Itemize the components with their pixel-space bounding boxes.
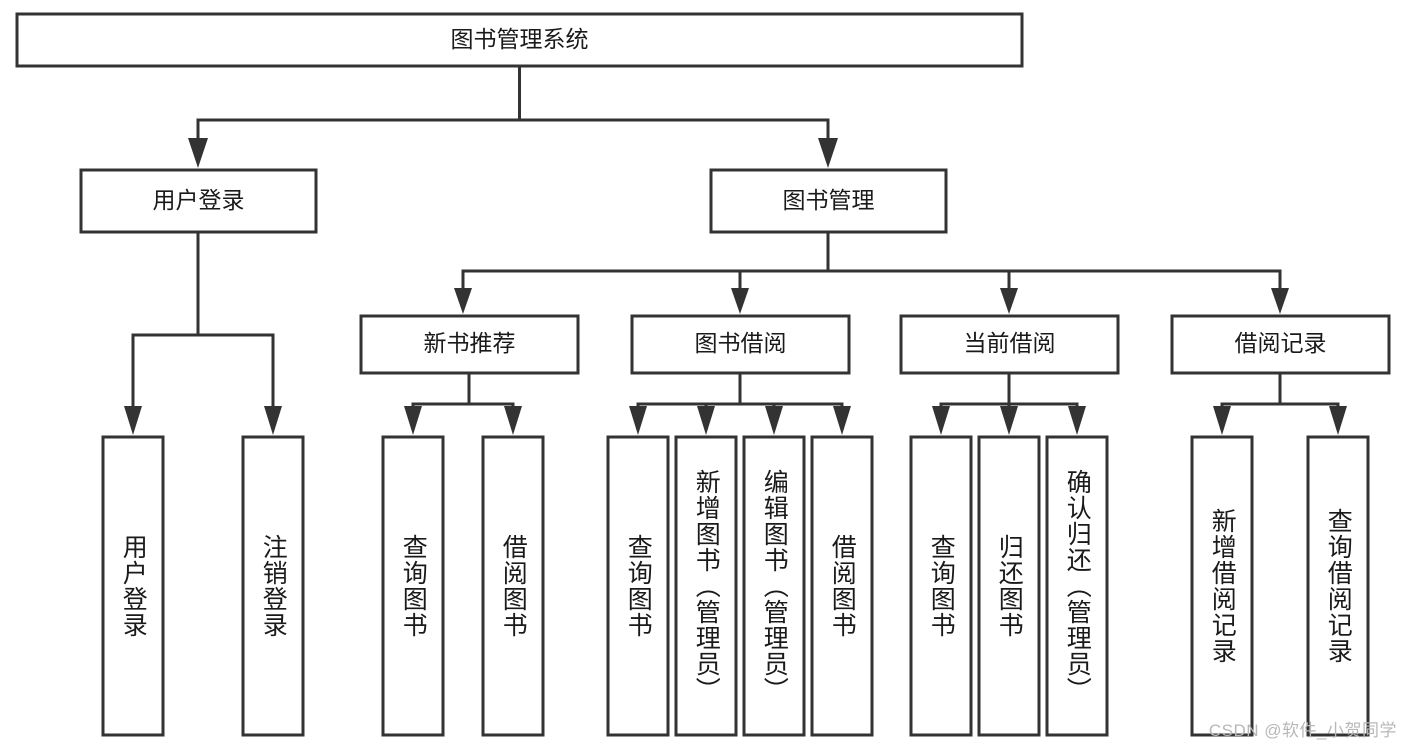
arrow-head-leaf-bb-2 [765, 406, 783, 435]
arrow-head-leaf-br-1 [1329, 406, 1347, 435]
node-book-manage-label: 图书管理 [783, 187, 875, 213]
node-borrow-record-label: 借阅记录 [1235, 330, 1327, 356]
node-book-borrow-box[interactable] [630, 314, 851, 375]
arrow-head-user-login [188, 138, 208, 168]
arrow-head-leaf-cb-2 [1068, 406, 1086, 435]
node-new-book-box[interactable] [359, 314, 580, 375]
node-new-book-label: 新书推荐 [424, 330, 516, 356]
arrow-head-borrow-record [1271, 288, 1289, 314]
csdn-watermark: CSDN @软件_小贺同学 [1208, 721, 1397, 740]
leaf-box-book-borrow-1[interactable] [674, 435, 738, 737]
leaf-box-book-borrow-2[interactable] [742, 435, 806, 737]
arrow-head-leaf-br-0 [1213, 406, 1231, 435]
node-current-borrow-box[interactable] [899, 314, 1120, 375]
arrow-head-leaf-ul-1 [264, 406, 282, 435]
arrow-head-current-borrow [1000, 288, 1018, 314]
arrow-head-book-borrow [731, 288, 749, 314]
leaf-box-current-borrow-0[interactable] [909, 435, 973, 737]
arrow-head-leaf-cb-0 [932, 406, 950, 435]
arrow-head-leaf-ul-0 [124, 406, 142, 435]
arrow-head-leaf-cb-1 [1000, 406, 1018, 435]
leaf-box-book-borrow-3[interactable] [810, 435, 874, 737]
arrow-head-new-book [454, 288, 472, 314]
arrow-head-book-manage [818, 138, 838, 168]
leaf-box-current-borrow-2[interactable] [1045, 435, 1109, 737]
leaf-box-current-borrow-1[interactable] [977, 435, 1041, 737]
arrow-head-leaf-bb-1 [697, 406, 715, 435]
node-book-borrow-label: 图书借阅 [695, 330, 787, 356]
arrow-head-leaf-nb-1 [504, 406, 522, 435]
arrow-head-leaf-nb-0 [404, 406, 422, 435]
leaf-box-user-login-1[interactable] [241, 435, 305, 737]
leaf-box-new-book-1[interactable] [481, 435, 545, 737]
node-book-manage-box[interactable] [709, 168, 948, 234]
node-root-box[interactable] [15, 12, 1024, 68]
leaf-box-new-book-0[interactable] [381, 435, 445, 737]
node-borrow-record-box[interactable] [1170, 314, 1391, 375]
leaf-box-user-login-0[interactable] [101, 435, 165, 737]
arrow-head-leaf-bb-0 [629, 406, 647, 435]
node-root-label: 图书管理系统 [451, 26, 589, 52]
node-current-borrow-label: 当前借阅 [964, 330, 1056, 356]
node-user-login-label: 用户登录 [153, 187, 245, 213]
leaf-box-book-borrow-0[interactable] [606, 435, 670, 737]
leaf-box-borrow-record-0[interactable] [1190, 435, 1254, 737]
arrow-head-leaf-bb-3 [833, 406, 851, 435]
leaf-box-borrow-record-1[interactable] [1306, 435, 1370, 737]
